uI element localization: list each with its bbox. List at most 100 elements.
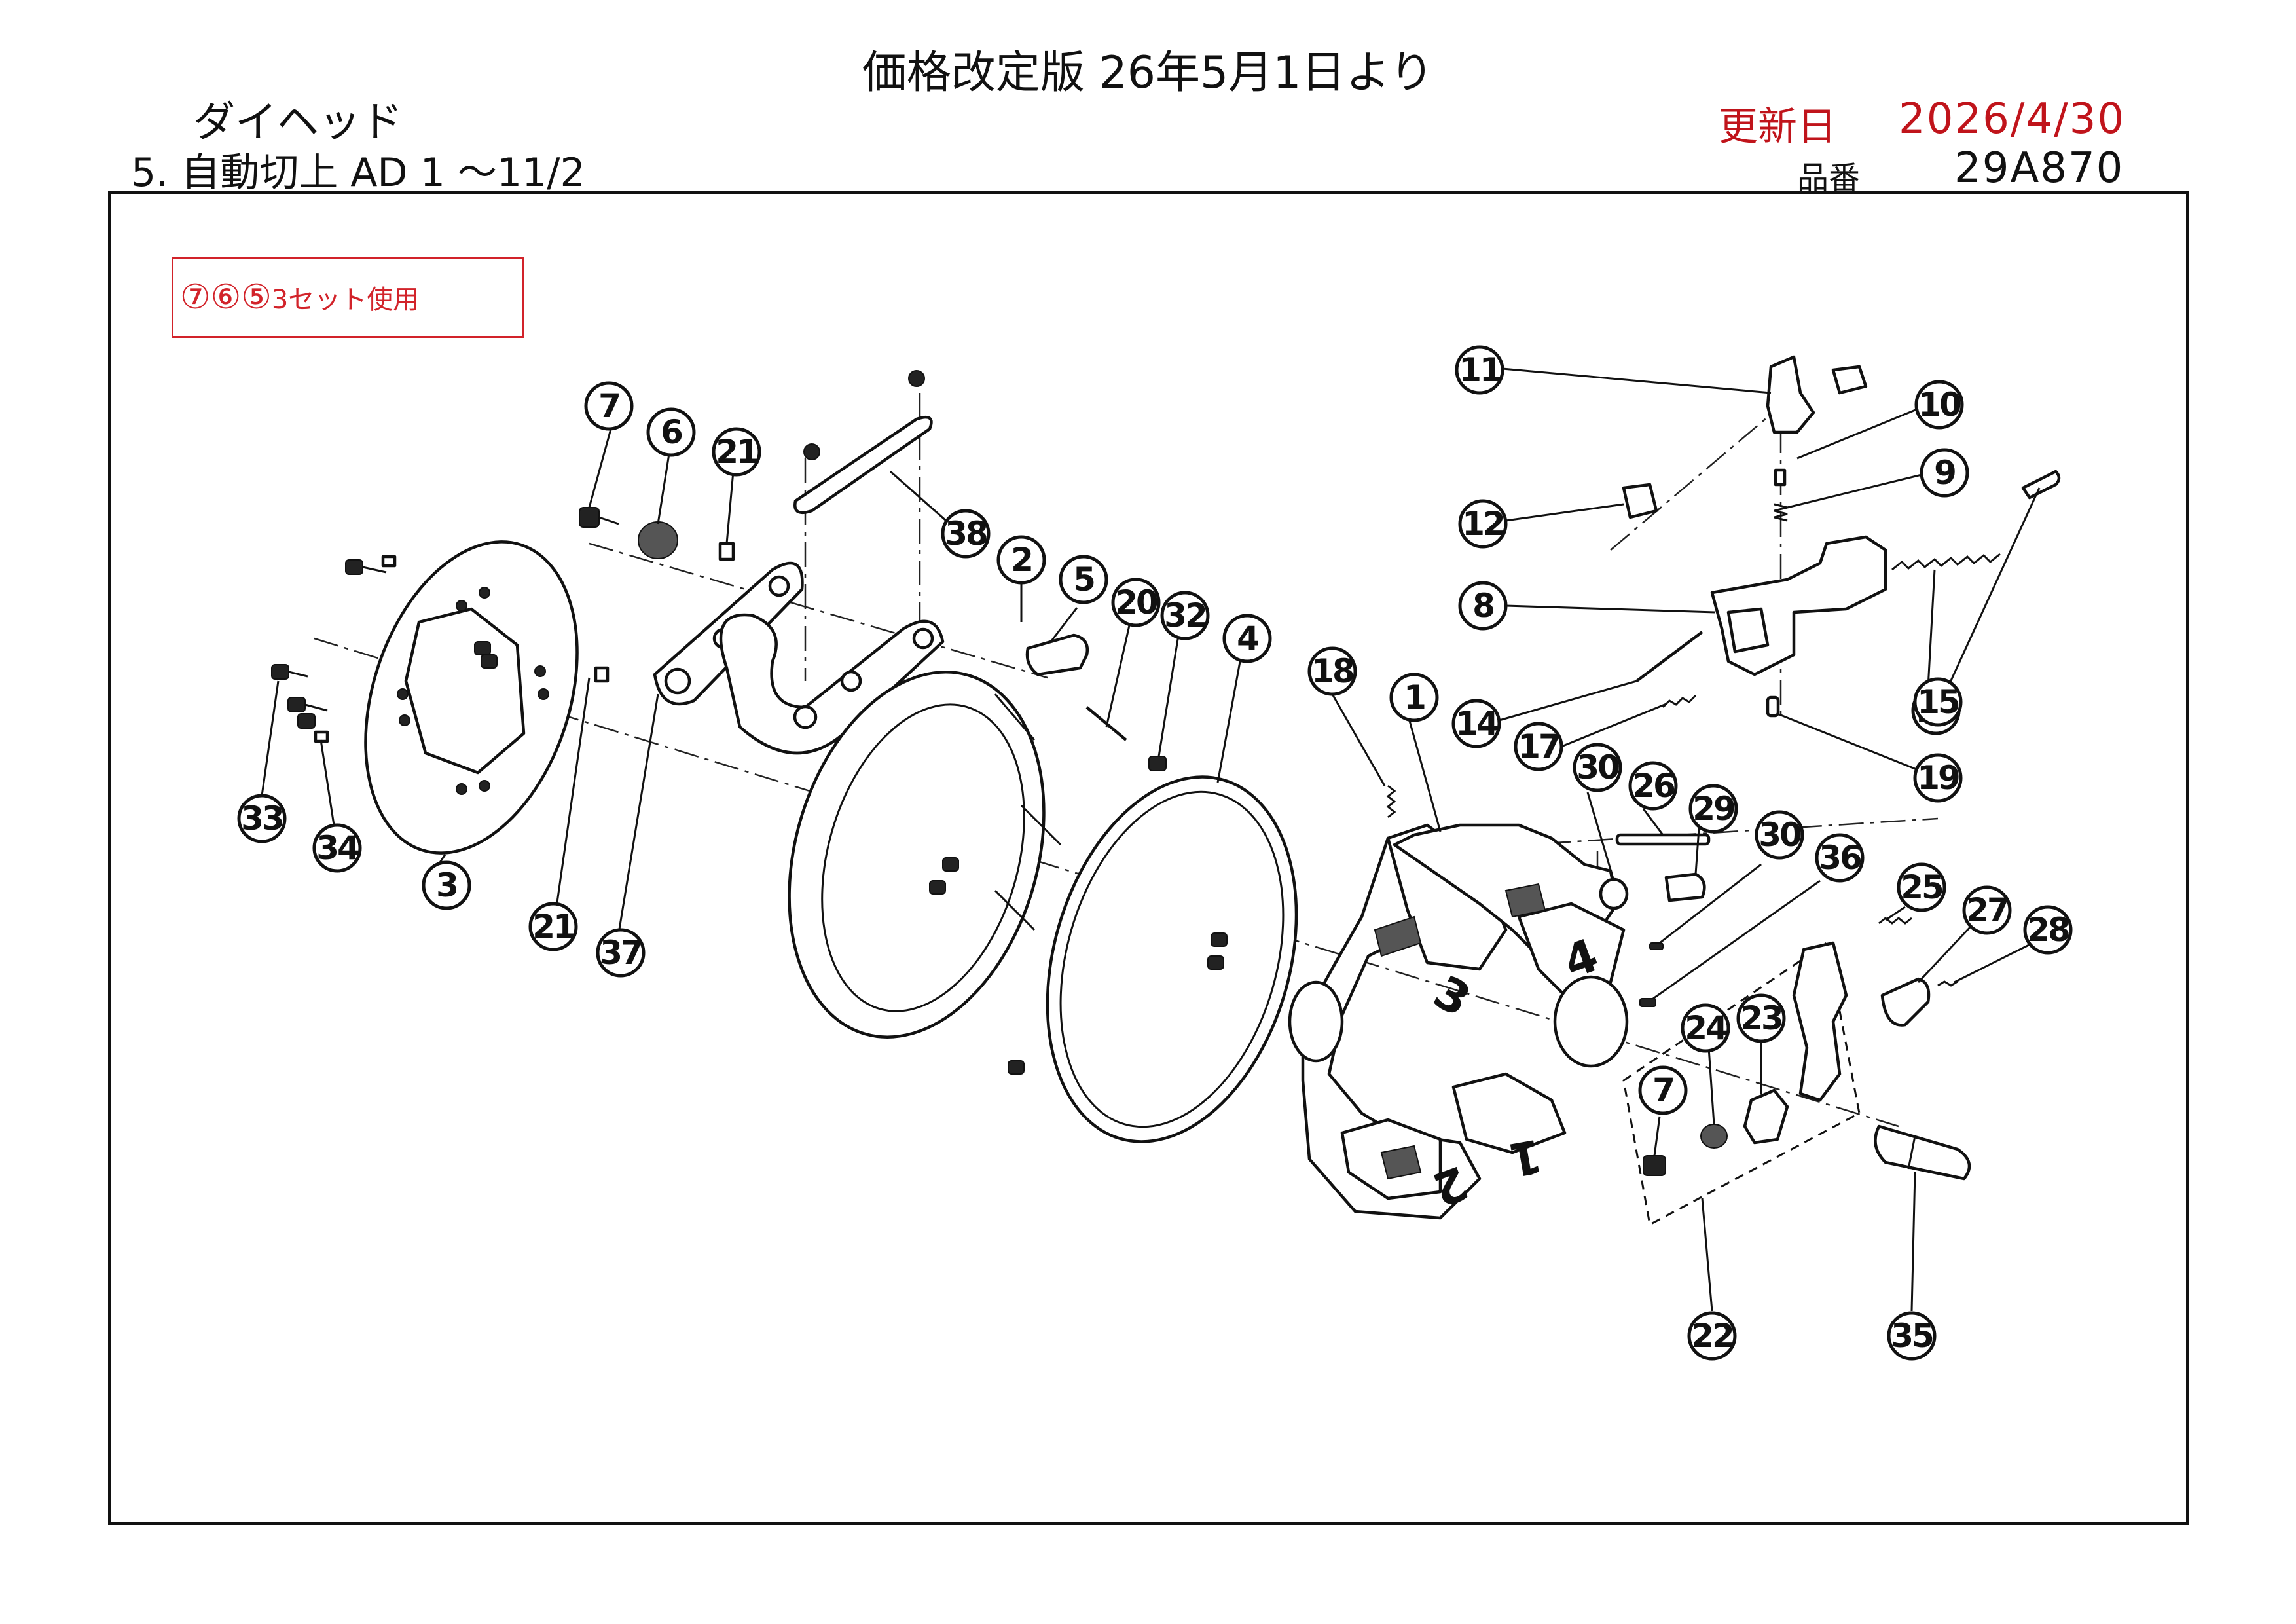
callout-circle (1736, 993, 1786, 1043)
callout-circle (1897, 862, 1946, 912)
callout-circle (1458, 581, 1508, 631)
leader (319, 739, 335, 826)
leader (657, 453, 670, 525)
stopper-plate (1792, 941, 1848, 1102)
segment-number-3: 3 (1425, 965, 1480, 1027)
leader (1777, 712, 1925, 774)
part-31-washer (1599, 877, 1629, 910)
part-11-latch (1766, 355, 1815, 434)
callout-circle (2023, 905, 2073, 955)
part-6-roller (638, 521, 678, 559)
part-15-rod-end (2021, 470, 2061, 500)
callout-27: 27 (1962, 885, 2012, 935)
callout-circle (996, 535, 1046, 585)
shaft-body (1874, 1124, 1971, 1181)
cam-lever-hole (840, 670, 862, 692)
callout-circle (1160, 591, 1210, 640)
cam-axis-line (1610, 405, 1781, 551)
callout-3: 3 (422, 860, 471, 910)
callout-label: 11 (1459, 351, 1501, 389)
ring-screw (1211, 932, 1228, 947)
callout-label: 24 (1685, 1009, 1727, 1047)
part-8-trip-block (1710, 535, 1887, 676)
leader (1653, 1116, 1661, 1156)
screw (474, 641, 491, 655)
product-name: ダイヘッド (193, 98, 403, 147)
screw-shank (362, 566, 387, 574)
leader (1954, 942, 2033, 984)
callout-label: 14 (1455, 705, 1498, 743)
part-38-link-bar (793, 370, 933, 515)
callout-21-top: 21 (712, 427, 761, 477)
callout-circle (1962, 885, 2012, 935)
assembly-22-dashed-outline (1622, 941, 1861, 1227)
leader (1652, 879, 1821, 1000)
callout-circle (1755, 810, 1804, 860)
part-35-shaft (1874, 1124, 1971, 1181)
back-plate-hole (456, 783, 467, 795)
part-23-plate (1743, 1088, 1789, 1145)
callout-circle (1887, 1311, 1937, 1361)
callout-label: 30 (1576, 748, 1619, 786)
callout-26: 26 (1628, 761, 1678, 811)
callout-label: 17 (1518, 728, 1559, 766)
leader (1502, 367, 1772, 394)
leader (1707, 1047, 1715, 1125)
callout-label: 28 (2027, 911, 2069, 949)
product-subtitle: 5. 自動切上 AD 1 ～11/2 (131, 150, 585, 196)
part-9-spring (1774, 503, 1788, 522)
leader (1701, 1198, 1713, 1312)
callout-label: 7 (1652, 1071, 1673, 1109)
callout-32: 32 (1160, 591, 1210, 640)
cam-ring-inner (821, 703, 1025, 1012)
leader (1694, 828, 1700, 875)
leader (1885, 906, 1906, 921)
callout-label: 27 (1966, 891, 2008, 929)
callout-24: 24 (1681, 1003, 1730, 1053)
ring-screw (942, 857, 959, 872)
cam-lever-hole (912, 627, 934, 650)
diagram-frame (108, 191, 2189, 1525)
ring-screw (1207, 955, 1224, 970)
callout-label: 7 (598, 387, 619, 425)
callout-label: 22 (1691, 1317, 1733, 1355)
callout-label: 10 (1918, 386, 1961, 424)
ring-screw (929, 880, 946, 895)
part-11-cap (1831, 365, 1868, 395)
callout-label: 33 (241, 800, 283, 838)
callout-circle (1458, 499, 1508, 549)
callout-circle (1451, 699, 1501, 748)
callout-circle (1913, 677, 1963, 727)
callout-circle (1628, 761, 1678, 811)
callout-circle (1914, 380, 1964, 430)
part-16-spring (1891, 553, 2001, 571)
back-plate-hole (534, 665, 546, 677)
part-17-spring (1662, 694, 1697, 709)
callout-28: 28 (2023, 905, 2073, 955)
update-date-value: 2026/4/30 (1899, 95, 2126, 143)
callout-label: 2 (1011, 541, 1032, 579)
back-plate-hole (479, 587, 490, 599)
callout-circle (1307, 646, 1357, 696)
part-12-block (1622, 483, 1658, 519)
part-10-pin (1774, 468, 1787, 487)
part-4-outer-ring (929, 775, 1298, 1143)
body-hatched-area (1374, 915, 1422, 957)
callout-label: 38 (945, 515, 987, 553)
callout-label: 34 (316, 829, 359, 867)
part-29-plunger (1664, 872, 1706, 902)
leader (1561, 703, 1667, 748)
callout-circle (1815, 833, 1865, 883)
leader (1787, 473, 1922, 509)
callout-circle (1638, 1065, 1688, 1115)
callout-circle (312, 823, 362, 873)
callout-label: 21 (716, 433, 757, 471)
part-25-spring (1878, 917, 1912, 925)
callouts: 7 6 21 38 2 5 20 32 4 18 1 3 21 37 33 34… (237, 345, 2073, 1361)
callout-label: 4 (1237, 619, 1258, 657)
callout-label: 8 (1472, 587, 1493, 625)
callout-circle (584, 381, 634, 431)
part-5-pin (1025, 633, 1089, 676)
callout-label: 25 (1901, 868, 1942, 906)
